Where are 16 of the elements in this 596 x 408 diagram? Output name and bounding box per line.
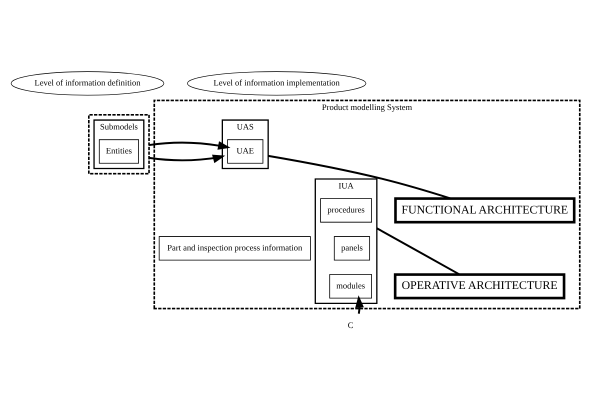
connector — [268, 154, 452, 199]
node-ellipse: Level of information definition — [10, 70, 164, 96]
node-ellipse: Level of information implementation — [187, 70, 366, 96]
node-box: panels — [334, 236, 370, 260]
arrow — [148, 154, 226, 163]
arrow — [148, 140, 230, 150]
node-box: Part and inspection process information — [158, 236, 311, 260]
node-box: OPERATIVE ARCHITECTURE — [394, 272, 566, 299]
node-box: UAE — [227, 138, 264, 164]
node-box: procedures — [320, 198, 372, 222]
node-text: C — [348, 319, 354, 330]
connector — [376, 226, 460, 275]
node-box: FUNCTIONAL ARCHITECTURE — [394, 196, 576, 223]
node-box: Entities — [98, 138, 139, 164]
node-box: modules — [329, 274, 372, 298]
cluster — [88, 114, 150, 174]
